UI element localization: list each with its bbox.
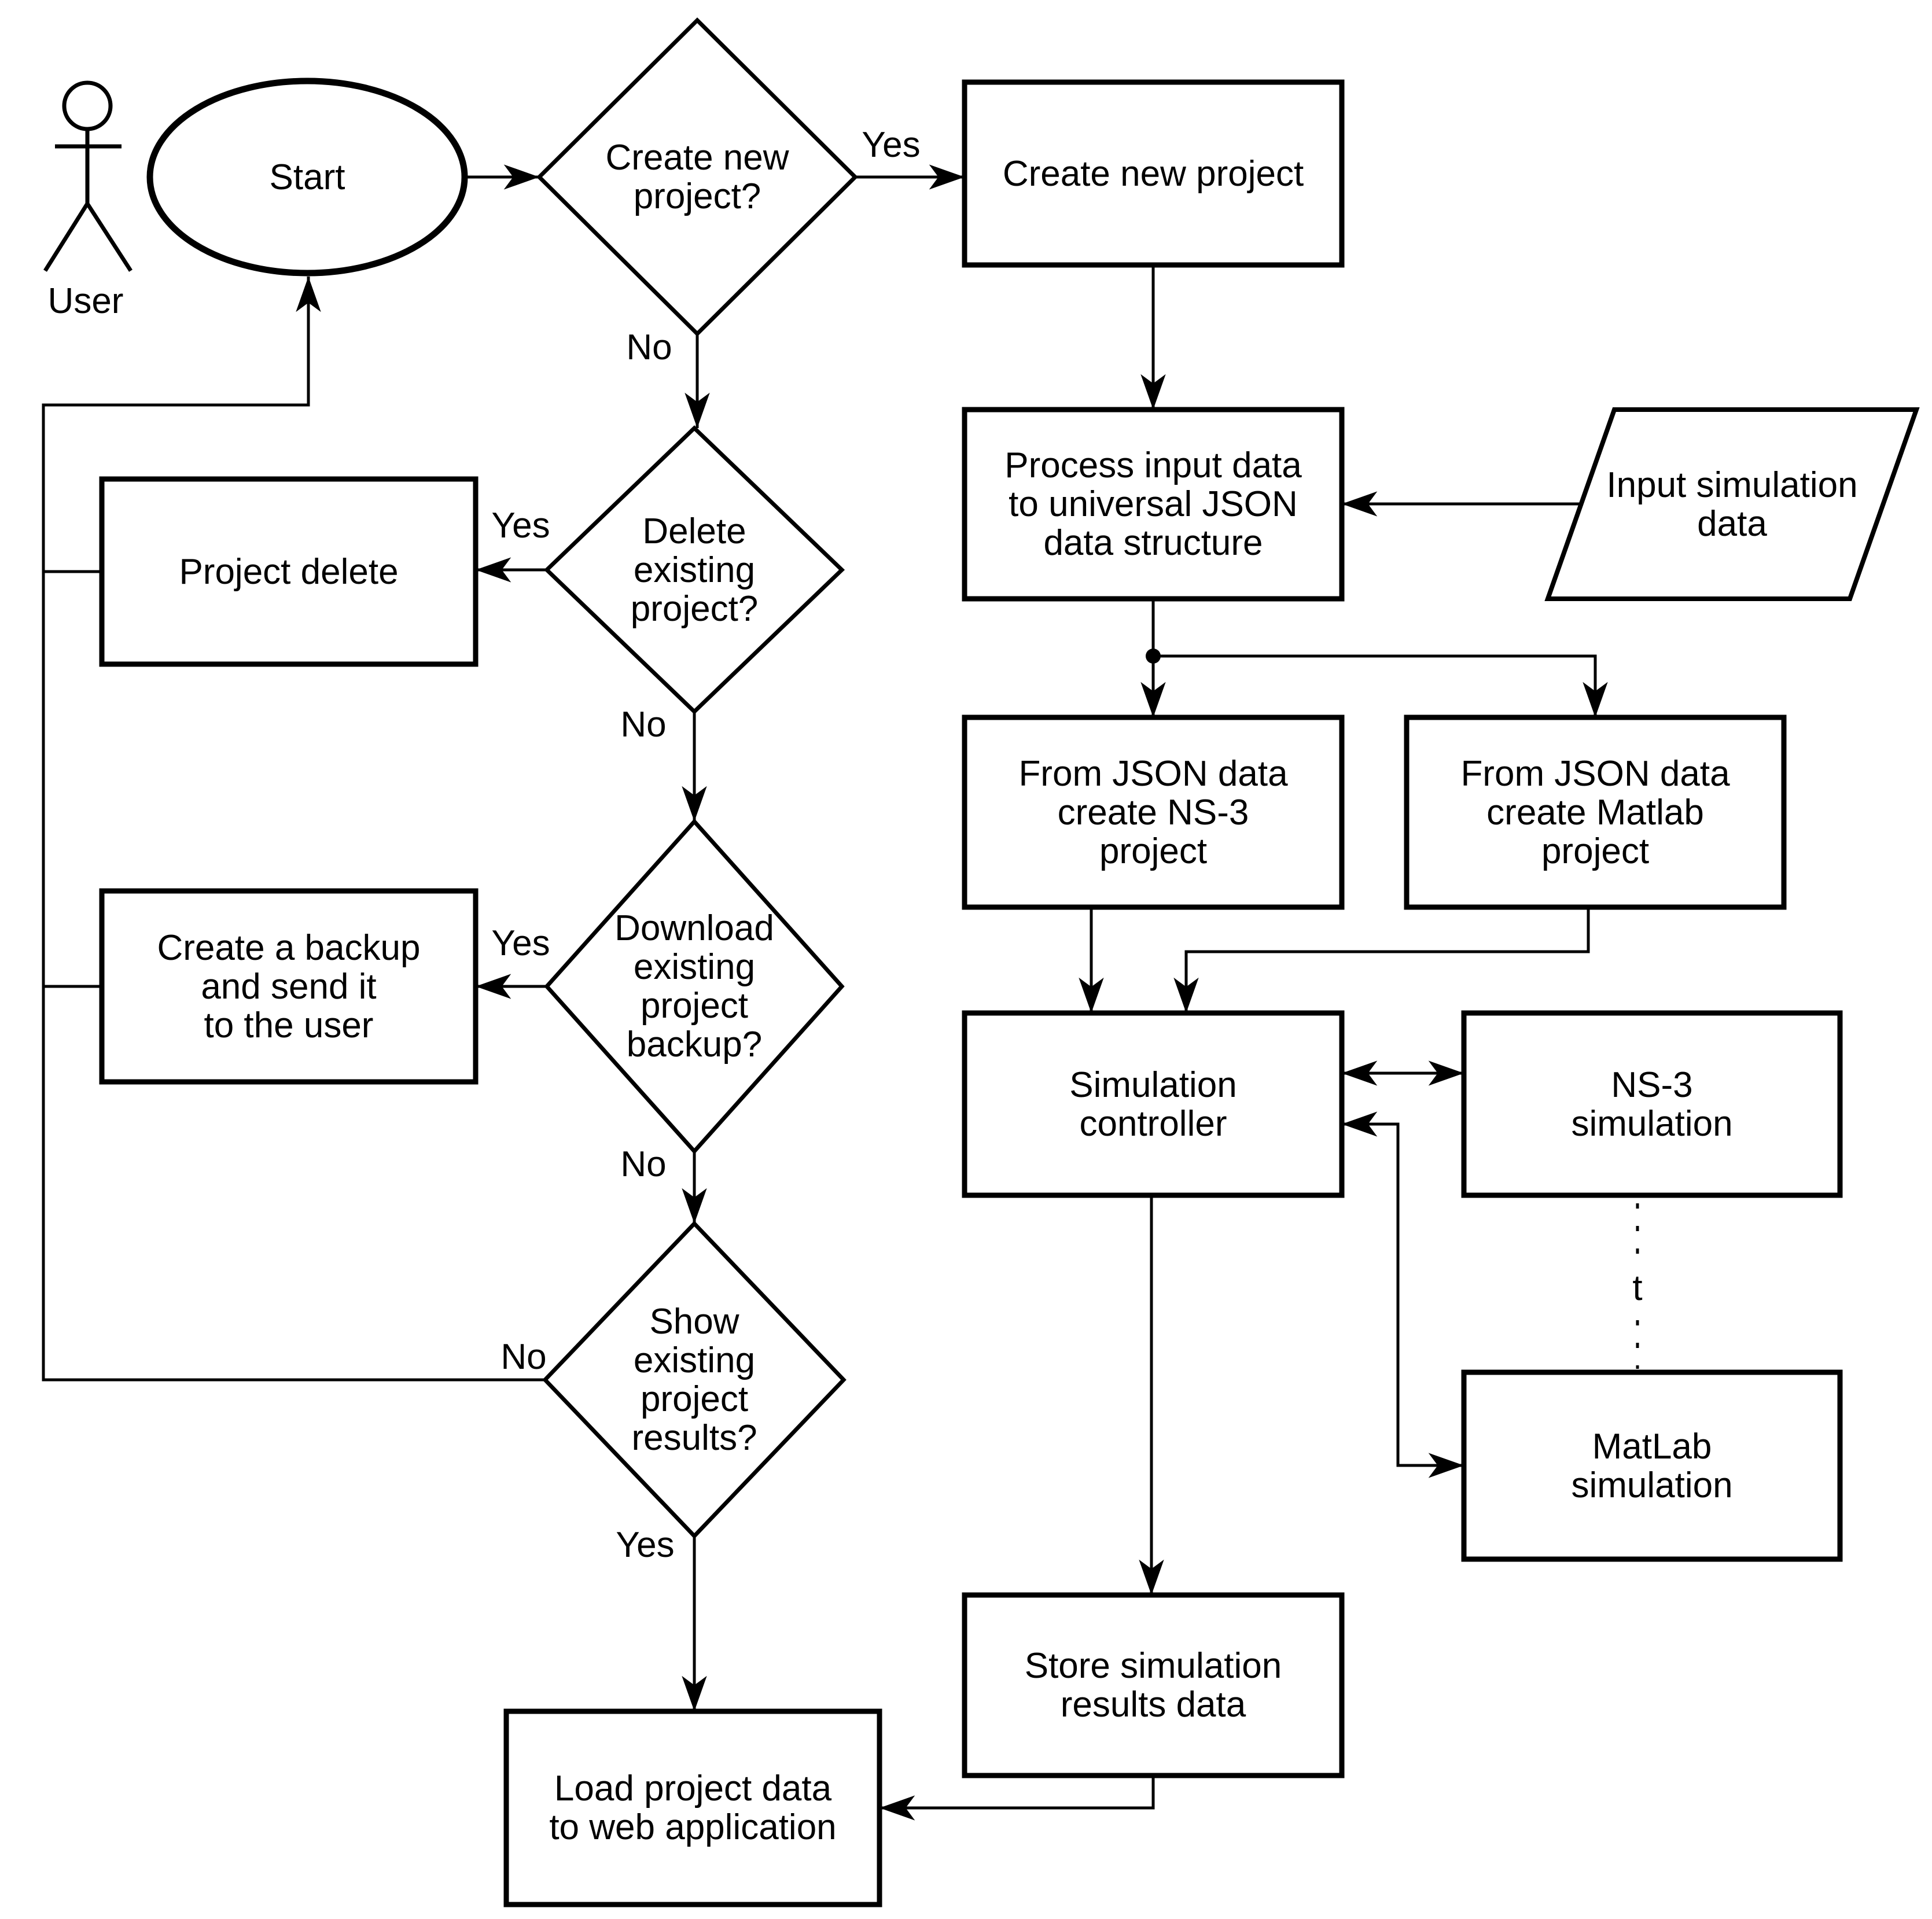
edge-label-download-no: No	[620, 1144, 667, 1184]
box-load-project-label: Load project data to web application	[549, 1769, 837, 1847]
box-json-matlab-label: From JSON data create Matlab project	[1460, 753, 1730, 871]
box-matlab-simulation	[1461, 1369, 1843, 1562]
box-create-project-label: Create new project	[1002, 153, 1304, 194]
box-simulation-controller-label: Simulation controller	[1069, 1065, 1237, 1144]
box-ns3-simulation	[1461, 1010, 1843, 1198]
edge-label-show-yes: Yes	[616, 1524, 675, 1565]
decision-create-new-label: Create new project?	[605, 138, 789, 216]
box-create-new-project	[962, 79, 1345, 268]
decision-download-label: Download existing project backup?	[614, 908, 774, 1065]
edge-label-sim-loop-t: t	[1632, 1268, 1643, 1308]
box-project-delete-label: Project delete	[179, 551, 399, 592]
box-ns3-simulation-label: NS-3 simulation	[1571, 1065, 1733, 1144]
user-label: User	[47, 281, 124, 321]
edge-label-create-no: No	[626, 327, 672, 367]
box-matlab-simulation-label: MatLab simulation	[1571, 1426, 1733, 1505]
edge-junction-to-matlabproject	[1153, 654, 1608, 717]
edge-label-show-no: No	[501, 1336, 547, 1377]
box-json-ns3-project	[962, 714, 1345, 910]
start-label: Start	[269, 157, 345, 197]
decision-show-results-label: Show existing project results?	[631, 1302, 757, 1458]
box-store-results	[962, 1592, 1345, 1778]
edge-matlabproject-to-controller	[1173, 907, 1590, 1013]
edge-label-download-yes: Yes	[491, 923, 550, 963]
edge-controller-matlabsim-bidirectional	[1342, 1111, 1464, 1478]
box-json-matlab-project	[1404, 714, 1787, 910]
parallelogram-input-simulation-data	[1544, 407, 1920, 601]
box-simulation-controller	[962, 1010, 1345, 1198]
box-create-backup-label: Create a backup and send it to the user	[157, 927, 421, 1045]
edge-label-delete-no: No	[620, 704, 667, 745]
box-process-input-data	[962, 407, 1345, 602]
decision-delete-label: Delete existing project?	[630, 511, 759, 629]
box-store-results-label: Store simulation results data	[1024, 1646, 1282, 1725]
box-json-ns3-label: From JSON data create NS-3 project	[1018, 753, 1288, 871]
box-create-backup	[99, 888, 479, 1085]
edge-label-delete-yes: Yes	[491, 505, 550, 546]
parallelogram-input-data-label: Input simulation data	[1606, 465, 1858, 544]
box-process-input-label: Process input data to universal JSON dat…	[1004, 445, 1302, 563]
user-stick-figure-icon	[43, 80, 133, 272]
edge-label-create-yes: Yes	[862, 124, 921, 165]
box-project-delete	[99, 476, 479, 667]
edge-store-to-load	[879, 1776, 1155, 1821]
junction-dot	[1146, 649, 1161, 664]
edge-return-to-start	[42, 276, 545, 1382]
